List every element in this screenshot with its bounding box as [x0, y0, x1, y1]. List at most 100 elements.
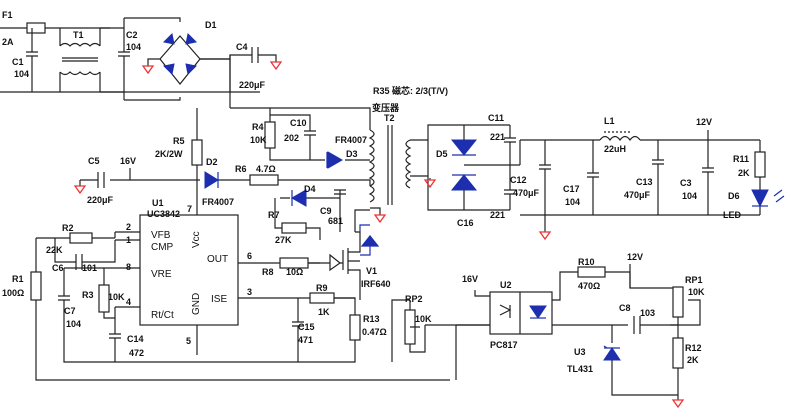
label-c14-val: 472 — [129, 348, 144, 358]
label-rp2-val: 10K — [415, 314, 432, 324]
label-r1: R1 — [12, 274, 24, 284]
label-r3-val: 10K — [108, 292, 125, 302]
label-u3: U3 — [574, 347, 586, 357]
resistor-r4 — [264, 121, 276, 149]
pot-rp1 — [672, 286, 684, 318]
label-c3: C3 — [680, 178, 692, 188]
label-r4-val: 10K — [250, 135, 267, 145]
label-d2: D2 — [206, 157, 218, 167]
label-r12: R12 — [685, 343, 702, 353]
power-stage — [197, 224, 380, 363]
ic-u1-uc3842 — [115, 214, 355, 355]
label-d6-val: LED — [723, 210, 742, 220]
label-t2-name: 变压器 — [372, 102, 400, 113]
label-v1: V1 — [366, 266, 377, 276]
label-d4: D4 — [304, 184, 316, 194]
label-r6: R6 — [235, 164, 247, 174]
label-d5: D5 — [436, 149, 448, 159]
label-c16: C16 — [457, 218, 474, 228]
label-c12: C12 — [510, 175, 527, 185]
label-r8: R8 — [262, 267, 274, 277]
label-c10: C10 — [290, 118, 307, 128]
label-r3: R3 — [82, 290, 94, 300]
secondary-rectifier — [410, 124, 520, 211]
label-rp2: RP2 — [405, 294, 423, 304]
label-d1: D1 — [205, 20, 217, 30]
label-r11-val: 2K — [738, 168, 750, 178]
label-u2: U2 — [500, 280, 512, 290]
resistor-r2 — [69, 232, 93, 244]
transformer-t2 — [230, 107, 412, 205]
resistor-r5 — [191, 139, 203, 166]
label-c2: C2 — [126, 30, 138, 40]
label-f1-val: 2A — [2, 37, 14, 47]
label-fr4007-top: FR4007 — [335, 135, 367, 145]
label-d3: D3 — [346, 149, 358, 159]
resistor-r1 — [30, 271, 42, 301]
resistor-r12 — [672, 337, 684, 369]
label-r12-val: 2K — [687, 355, 699, 365]
label-c17-val: 104 — [565, 197, 580, 207]
label-r6-val: 4.7Ω — [256, 164, 276, 174]
label-c4-val: 220μF — [239, 80, 266, 90]
resistor-r10 — [577, 266, 606, 278]
label-t2: T2 — [384, 113, 395, 123]
label-c6: C6 — [52, 263, 64, 273]
label-c1-val: 104 — [14, 69, 29, 79]
label-c4: C4 — [236, 42, 248, 52]
label-16v: 16V — [120, 156, 136, 166]
label-gnd: GND — [191, 293, 202, 315]
label-pin3: 3 — [247, 287, 252, 297]
label-pin6: 6 — [247, 251, 252, 261]
optocoupler-u2 — [456, 271, 631, 335]
label-l1-val: 22uH — [604, 144, 626, 154]
tl431-regulator — [577, 264, 701, 409]
resistor-r9 — [309, 292, 335, 304]
label-r13: R13 — [363, 314, 380, 324]
label-f1: F1 — [2, 10, 13, 20]
output-filter — [519, 130, 785, 241]
snubber-network — [264, 108, 370, 169]
compensation-network — [30, 232, 450, 381]
label-c11-val: 221 — [490, 132, 505, 142]
label-u3-val: TL431 — [567, 364, 593, 374]
label-c9-val: 681 — [328, 216, 343, 226]
resistor-r7 — [281, 222, 307, 234]
label-c17: C17 — [563, 184, 580, 194]
label-c7-val: 104 — [66, 319, 81, 329]
label-12v-b: 12V — [627, 252, 643, 262]
resistor-r6 — [249, 174, 279, 186]
label-vcc: Vcc — [191, 231, 202, 248]
label-c3-val: 104 — [682, 191, 697, 201]
label-c15-val: 471 — [298, 335, 313, 345]
label-c9: C9 — [320, 206, 332, 216]
label-rtct: Rt/Ct — [151, 310, 174, 321]
label-c13-val: 470μF — [624, 190, 651, 200]
label-c1: C1 — [12, 57, 24, 67]
label-vre: VRE — [151, 269, 172, 280]
label-pin2: 2 — [126, 222, 131, 232]
label-r1-val: 100Ω — [2, 288, 24, 298]
label-pin5: 5 — [186, 336, 191, 346]
label-u1-val: UC3842 — [147, 209, 180, 219]
label-r35: R35 磁芯: 2/3(T/V) — [373, 85, 448, 96]
label-pin7: 7 — [187, 204, 192, 214]
label-rp1: RP1 — [685, 275, 703, 285]
label-r10-val: 470Ω — [578, 281, 600, 291]
label-16v-b: 16V — [462, 274, 478, 284]
label-r4: R4 — [252, 122, 264, 132]
label-c13: C13 — [636, 177, 653, 187]
vcc-supply — [73, 108, 371, 215]
label-r7: R7 — [268, 210, 280, 220]
label-vfb: VFB — [151, 230, 171, 241]
label-c11: C11 — [488, 113, 504, 123]
label-ise: ISE — [211, 294, 227, 305]
bridge-rectifier-d1 — [159, 35, 201, 85]
resistor-r3 — [98, 284, 110, 313]
label-c10-val: 202 — [284, 133, 299, 143]
label-rp1-val: 10K — [688, 287, 705, 297]
label-t1: T1 — [73, 30, 84, 40]
fuse-f1 — [26, 22, 46, 34]
label-c6-val: 101 — [82, 263, 97, 273]
